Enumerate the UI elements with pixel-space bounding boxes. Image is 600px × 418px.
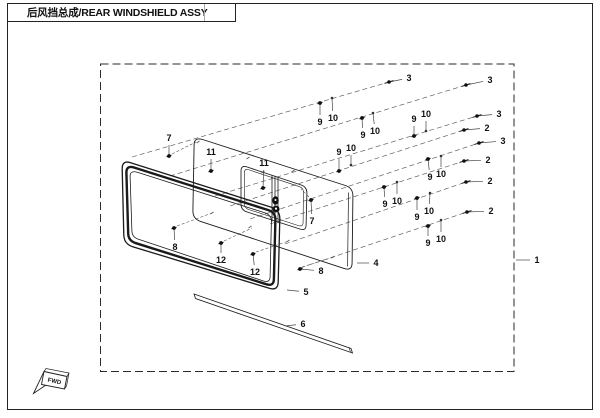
trim-strip-part [193, 293, 354, 354]
page-title: 后风挡总成/REAR WINDSHIELD ASSY [27, 7, 208, 19]
callout-label-10: 10 [436, 169, 446, 179]
callout-leader-10 [372, 112, 375, 125]
callout-leader-5 [286, 289, 300, 292]
callout-label-10: 10 [421, 109, 431, 119]
fastener-dash-leaders [171, 141, 335, 268]
fastener-dot-2 [462, 159, 466, 163]
callout-label-3: 3 [496, 109, 501, 119]
fastener-dot-9 [426, 224, 430, 228]
callout-label-9: 9 [411, 114, 416, 124]
callout-label-9: 9 [427, 172, 432, 182]
callout-leader-11 [262, 169, 265, 189]
fastener-dot-12 [251, 252, 255, 256]
slider-window [240, 166, 308, 230]
fastener-dot-10 [424, 129, 428, 133]
fastener-dot-10 [349, 163, 353, 167]
fastener-dot-2 [464, 180, 468, 184]
window-latch [272, 196, 280, 213]
fastener-dot-9 [360, 116, 364, 120]
callout-label-12: 12 [250, 267, 260, 277]
fastener-dot-10 [439, 218, 443, 222]
callout-label-3: 3 [406, 73, 411, 83]
fastener-dot-2 [465, 210, 469, 214]
callout-leader-8 [173, 227, 175, 241]
callout-label-9: 9 [414, 212, 419, 222]
callout-label-9: 9 [317, 117, 322, 127]
callout-label-9: 9 [336, 147, 341, 157]
callout-label-10: 10 [436, 234, 446, 244]
callout-leader-3 [476, 114, 493, 117]
fastener-dot-9 [412, 134, 416, 138]
fwd-indicator: FWD [32, 368, 70, 395]
assembly-boundary-box [100, 63, 515, 372]
callout-label-3: 3 [500, 136, 505, 146]
fastener-dot-3 [475, 114, 479, 118]
callout-leader-10 [429, 192, 431, 205]
fwd-arrow-body [40, 370, 68, 390]
fastener-dot-11 [209, 169, 213, 173]
callout-label-9: 9 [382, 199, 387, 209]
fastener-dot-9 [337, 169, 341, 173]
fastener-dot-7 [167, 154, 171, 158]
callout-label-11: 11 [206, 147, 216, 157]
callout-leader-6 [284, 324, 297, 327]
callout-label-10: 10 [392, 196, 402, 206]
fastener-dot-9 [415, 196, 419, 200]
callout-label-8: 8 [172, 242, 177, 252]
callout-label-2: 2 [488, 206, 493, 216]
fastener-dot-3 [387, 80, 391, 84]
callout-label-10: 10 [328, 113, 338, 123]
fastener-dot-10 [428, 191, 432, 195]
fastener-dot-3 [464, 83, 468, 87]
callout-leader-2 [463, 128, 481, 131]
callout-label-6: 6 [300, 319, 305, 329]
callout-label-8: 8 [318, 266, 323, 276]
fastener-dot-10 [395, 180, 399, 184]
fwd-label: FWD [47, 378, 62, 387]
fastener-dot-3 [477, 141, 481, 145]
fastener-dot-9 [318, 101, 322, 105]
callout-label-10: 10 [346, 143, 356, 153]
callout-label-9: 9 [360, 130, 365, 140]
fastener-dot-10 [439, 154, 443, 158]
callout-label-10: 10 [370, 126, 380, 136]
fastener-dot-8 [298, 267, 302, 271]
callout-leader-10 [331, 97, 334, 112]
fastener-dot-10 [371, 111, 375, 115]
fastener-dot-12 [219, 241, 223, 245]
callout-label-7: 7 [166, 133, 171, 143]
callout-label-10: 10 [424, 206, 434, 216]
glass-panel-part [192, 138, 354, 270]
fastener-dot-11 [261, 186, 265, 190]
callout-label-7: 7 [309, 216, 314, 226]
title-block: 后风挡总成/REAR WINDSHIELD ASSY [7, 3, 236, 22]
callout-label-2: 2 [485, 155, 490, 165]
callout-label-3: 3 [487, 75, 492, 85]
callout-label-4: 4 [373, 258, 378, 268]
fastener-dot-2 [462, 128, 466, 132]
fastener-dot-7 [309, 198, 313, 202]
callout-leader-2 [466, 210, 485, 213]
callout-label-2: 2 [487, 176, 492, 186]
callout-label-1: 1 [534, 255, 539, 265]
fastener-dot-8 [172, 226, 176, 230]
callout-label-2: 2 [484, 123, 489, 133]
callout-label-11: 11 [259, 158, 269, 168]
callout-leader-8 [299, 268, 315, 271]
fastener-dot-9 [426, 157, 430, 161]
callout-leader-2 [463, 159, 482, 162]
page-border [7, 3, 593, 410]
callout-leader-7 [310, 199, 313, 215]
fastener-dot-10 [330, 96, 334, 100]
callout-leader-2 [465, 180, 484, 183]
callout-label-9: 9 [425, 238, 430, 248]
seal-part [121, 161, 281, 290]
title-box-divider [204, 4, 205, 21]
callout-label-5: 5 [303, 287, 308, 297]
callout-label-12: 12 [216, 255, 226, 265]
fastener-dot-9 [382, 185, 386, 189]
callout-leader-3 [478, 141, 497, 144]
